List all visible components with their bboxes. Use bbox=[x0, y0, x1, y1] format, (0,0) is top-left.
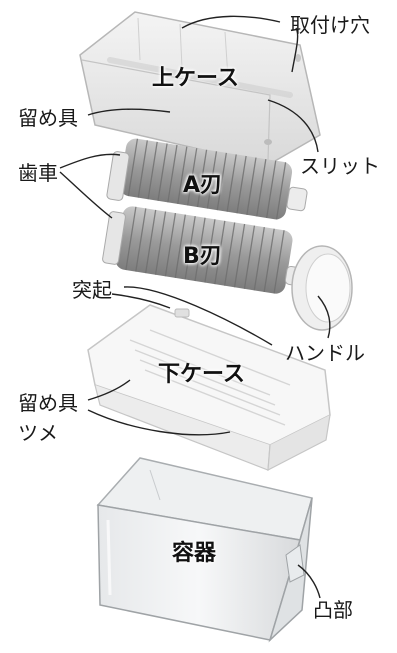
leader-mount-hole-2 bbox=[291, 27, 299, 73]
label-mount-hole: 取付け穴 bbox=[290, 13, 370, 37]
label-clip-top: 留め具 bbox=[18, 106, 78, 130]
lower-case bbox=[87, 304, 331, 472]
leader-clip-top bbox=[87, 108, 171, 116]
label-slit: スリット bbox=[300, 154, 380, 178]
leader-protrusion bbox=[123, 286, 273, 346]
leader-protrusion-2 bbox=[111, 293, 171, 309]
a-blade-gear bbox=[106, 151, 130, 201]
leader-clip-bottom-1 bbox=[87, 379, 131, 401]
bump-part-shape bbox=[285, 544, 305, 583]
label-container: 容器 bbox=[172, 541, 217, 566]
leader-gear-1 bbox=[59, 153, 121, 169]
leader-bump bbox=[297, 564, 321, 599]
leader-lines bbox=[59, 15, 331, 599]
label-protrusion: 突起 bbox=[72, 278, 112, 302]
label-b-blade: B刃 bbox=[183, 244, 222, 269]
container bbox=[96, 457, 313, 643]
upper-case bbox=[79, 11, 321, 166]
leader-mount-hole-1 bbox=[181, 15, 281, 29]
leader-clip-bottom-2 bbox=[87, 409, 231, 436]
leader-gear-2 bbox=[59, 171, 113, 219]
label-clip-bottom: 留め具 bbox=[18, 391, 78, 415]
label-bump: 凸部 bbox=[313, 598, 353, 622]
protrusion-mark bbox=[174, 308, 190, 318]
label-gear: 歯車 bbox=[18, 161, 58, 185]
slit-mark bbox=[264, 139, 272, 145]
a-blade bbox=[106, 138, 308, 220]
leader-handle bbox=[317, 295, 331, 339]
b-blade bbox=[102, 206, 353, 331]
label-a-blade: A刃 bbox=[183, 173, 223, 198]
mount-hole-mark bbox=[295, 54, 301, 62]
label-lower-case: 下ケース bbox=[158, 362, 245, 387]
label-claw: ツメ bbox=[18, 421, 58, 445]
label-upper-case: 上ケース bbox=[152, 66, 239, 91]
leader-slit bbox=[267, 99, 319, 153]
b-blade-gear bbox=[102, 211, 126, 265]
label-handle: ハンドル bbox=[285, 341, 365, 365]
